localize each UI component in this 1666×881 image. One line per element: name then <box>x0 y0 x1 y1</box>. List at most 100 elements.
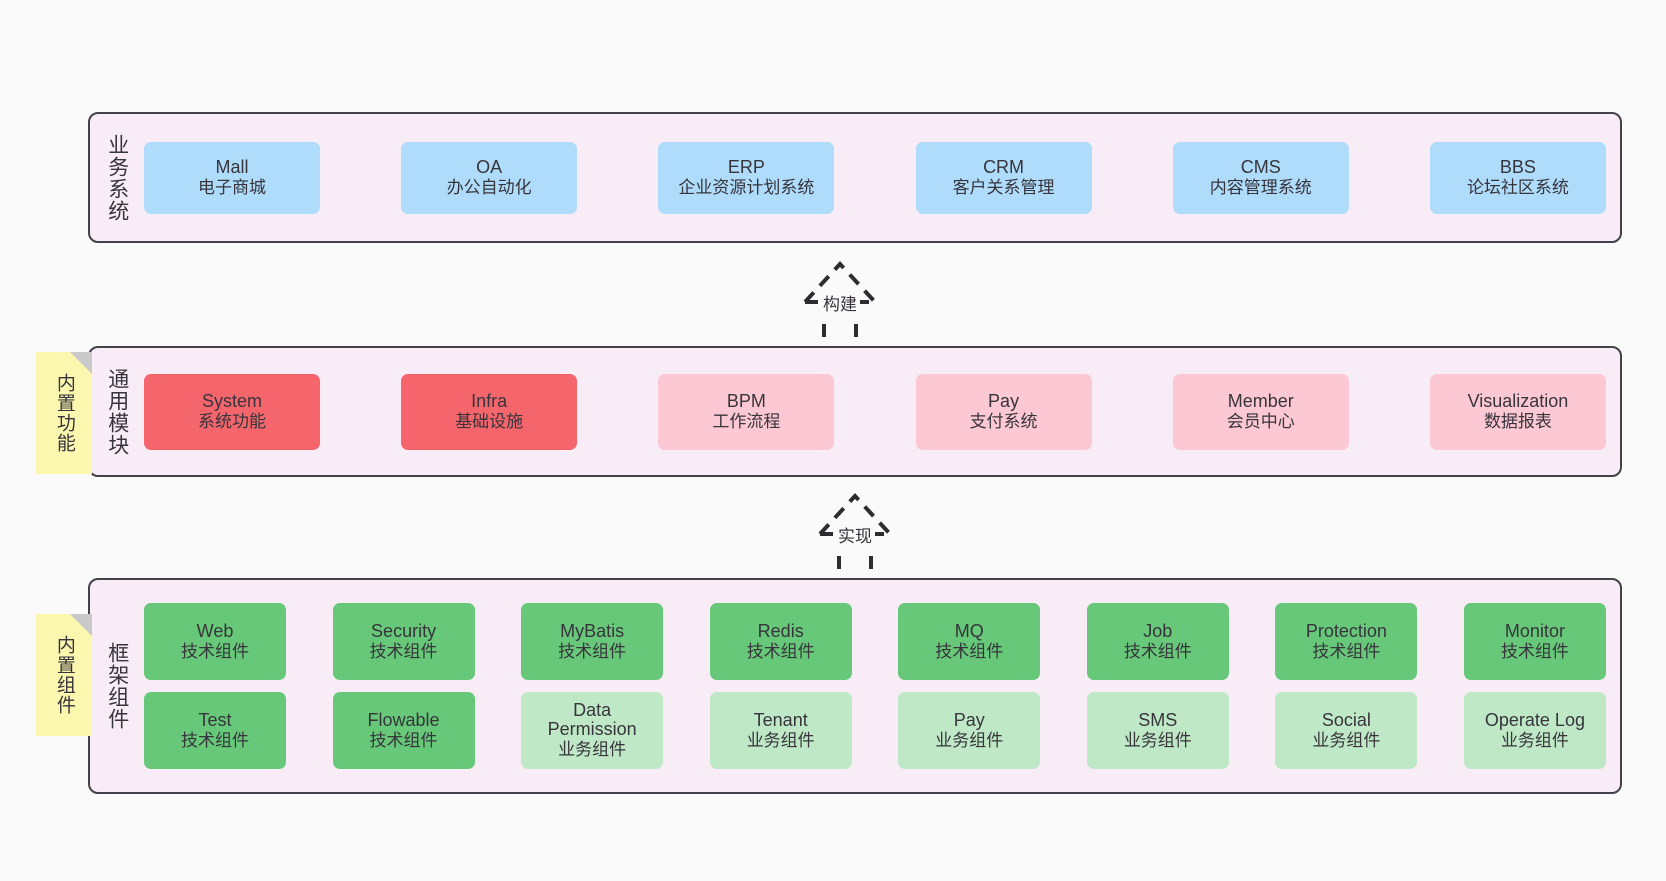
node-subtitle: 业务组件 <box>935 731 1004 751</box>
layer-body-framework: Web 技术组件 Security 技术组件 MyBatis 技术组件 Redi… <box>134 590 1606 782</box>
node-subtitle: 技术组件 <box>746 642 815 662</box>
node-mybatis[interactable]: MyBatis 技术组件 <box>521 603 664 680</box>
node-test[interactable]: Test 技术组件 <box>144 692 286 769</box>
node-subtitle: 电子商城 <box>198 178 266 198</box>
node-flowable[interactable]: Flowable 技术组件 <box>332 692 475 769</box>
node-subtitle: 业务组件 <box>558 740 627 760</box>
node-bbs[interactable]: BBS 论坛社区系统 <box>1429 141 1606 214</box>
connector-implement: 实现 <box>755 482 955 578</box>
node-protection[interactable]: Protection 技术组件 <box>1275 603 1418 680</box>
node-subtitle: 会员中心 <box>1226 412 1295 432</box>
node-title: Test <box>198 709 232 730</box>
node-subtitle: 业务组件 <box>1123 731 1192 751</box>
node-subtitle: 数据报表 <box>1483 412 1552 432</box>
node-pay-business[interactable]: Pay 业务组件 <box>898 692 1041 769</box>
connector-implement-label: 实现 <box>835 522 875 547</box>
node-row: System 系统功能 Infra 基础设施 BPM 工作流程 Pay 支付系统… <box>144 373 1606 450</box>
node-title: MQ <box>954 620 984 641</box>
node-title: BPM <box>726 390 766 411</box>
node-member[interactable]: Member 会员中心 <box>1172 373 1349 450</box>
node-data-permission[interactable]: Data Permission 业务组件 <box>521 692 664 769</box>
node-infra[interactable]: Infra 基础设施 <box>401 373 578 450</box>
node-redis[interactable]: Redis 技术组件 <box>709 603 852 680</box>
node-title: Member <box>1227 390 1294 411</box>
node-operate-log[interactable]: Operate Log 业务组件 <box>1463 692 1606 769</box>
node-subtitle: 技术组件 <box>369 642 438 662</box>
node-title: Job <box>1143 620 1173 641</box>
node-tenant[interactable]: Tenant 业务组件 <box>709 692 852 769</box>
node-title: CRM <box>983 156 1025 177</box>
node-title: Operate Log <box>1484 709 1585 730</box>
sticky-note-label: 内置功能 <box>53 373 75 453</box>
node-title: Pay <box>953 709 985 730</box>
node-title: Protection <box>1305 620 1387 641</box>
node-crm[interactable]: CRM 客户关系管理 <box>915 141 1092 214</box>
node-title: Flowable <box>367 709 440 730</box>
node-subtitle: 支付系统 <box>969 412 1038 432</box>
node-title: Redis <box>757 620 804 641</box>
node-title: Monitor <box>1504 620 1565 641</box>
layer-body-business: Mall 电子商城 OA 办公自动化 ERP 企业资源计划系统 CRM 客户关系… <box>134 124 1606 231</box>
node-subtitle: 客户关系管理 <box>952 178 1055 198</box>
node-mq[interactable]: MQ 技术组件 <box>898 603 1041 680</box>
node-cms[interactable]: CMS 内容管理系统 <box>1172 141 1349 214</box>
node-subtitle: 企业资源计划系统 <box>678 178 815 198</box>
node-row: Web 技术组件 Security 技术组件 MyBatis 技术组件 Redi… <box>144 603 1606 680</box>
node-subtitle: 技术组件 <box>369 731 438 751</box>
node-title: Data Permission <box>547 699 637 740</box>
node-title: SMS <box>1138 709 1178 730</box>
node-subtitle: 技术组件 <box>181 731 249 751</box>
sticky-note-builtin-features: 内置功能 <box>36 352 92 474</box>
node-title: CMS <box>1240 156 1281 177</box>
connector-build: 构建 <box>740 250 940 346</box>
layer-body-common: System 系统功能 Infra 基础设施 BPM 工作流程 Pay 支付系统… <box>134 358 1606 465</box>
node-title: Web <box>196 620 234 641</box>
sticky-note-label: 内置组件 <box>53 635 75 715</box>
node-subtitle: 业务组件 <box>1312 731 1381 751</box>
node-title: Social <box>1321 709 1371 730</box>
node-oa[interactable]: OA 办公自动化 <box>401 141 578 214</box>
node-subtitle: 技术组件 <box>558 642 627 662</box>
node-title: Tenant <box>753 709 808 730</box>
node-system[interactable]: System 系统功能 <box>144 373 320 450</box>
layer-label-common: 通用模块 <box>105 367 129 456</box>
node-subtitle: 技术组件 <box>935 642 1004 662</box>
node-subtitle: 工作流程 <box>712 412 781 432</box>
node-subtitle: 内容管理系统 <box>1209 178 1312 198</box>
node-subtitle: 技术组件 <box>181 642 249 662</box>
node-row: Mall 电子商城 OA 办公自动化 ERP 企业资源计划系统 CRM 客户关系… <box>144 141 1606 214</box>
node-monitor[interactable]: Monitor 技术组件 <box>1463 603 1606 680</box>
node-title: BBS <box>1499 156 1536 177</box>
layer-framework-components[interactable]: 框架组件 Web 技术组件 Security 技术组件 MyBatis 技术组件… <box>88 578 1622 794</box>
sticky-note-builtin-components: 内置组件 <box>36 614 92 736</box>
node-title: ERP <box>727 156 765 177</box>
node-title: Mall <box>215 156 249 177</box>
node-subtitle: 技术组件 <box>1500 642 1569 662</box>
node-subtitle: 系统功能 <box>198 412 266 432</box>
node-erp[interactable]: ERP 企业资源计划系统 <box>658 141 835 214</box>
node-mall[interactable]: Mall 电子商城 <box>144 141 320 214</box>
layer-business-systems[interactable]: 业务系统 Mall 电子商城 OA 办公自动化 ERP 企业资源计划系统 CRM… <box>88 112 1622 243</box>
node-visualization[interactable]: Visualization 数据报表 <box>1429 373 1606 450</box>
node-subtitle: 业务组件 <box>746 731 815 751</box>
layer-label-business: 业务系统 <box>105 133 129 222</box>
node-pay[interactable]: Pay 支付系统 <box>915 373 1092 450</box>
node-job[interactable]: Job 技术组件 <box>1086 603 1229 680</box>
node-subtitle: 技术组件 <box>1312 642 1381 662</box>
node-security[interactable]: Security 技术组件 <box>332 603 475 680</box>
node-social[interactable]: Social 业务组件 <box>1275 692 1418 769</box>
node-subtitle: 基础设施 <box>455 412 524 432</box>
node-subtitle: 办公自动化 <box>446 178 532 198</box>
node-title: System <box>201 390 262 411</box>
node-subtitle: 论坛社区系统 <box>1466 178 1569 198</box>
layer-common-modules[interactable]: 通用模块 System 系统功能 Infra 基础设施 BPM 工作流程 Pay… <box>88 346 1622 477</box>
layer-label-framework: 框架组件 <box>105 642 129 730</box>
node-sms[interactable]: SMS 业务组件 <box>1086 692 1229 769</box>
node-subtitle: 技术组件 <box>1123 642 1192 662</box>
node-subtitle: 业务组件 <box>1500 731 1569 751</box>
node-title: Security <box>371 620 437 641</box>
node-web[interactable]: Web 技术组件 <box>144 603 286 680</box>
node-bpm[interactable]: BPM 工作流程 <box>658 373 835 450</box>
node-title: Infra <box>471 390 508 411</box>
